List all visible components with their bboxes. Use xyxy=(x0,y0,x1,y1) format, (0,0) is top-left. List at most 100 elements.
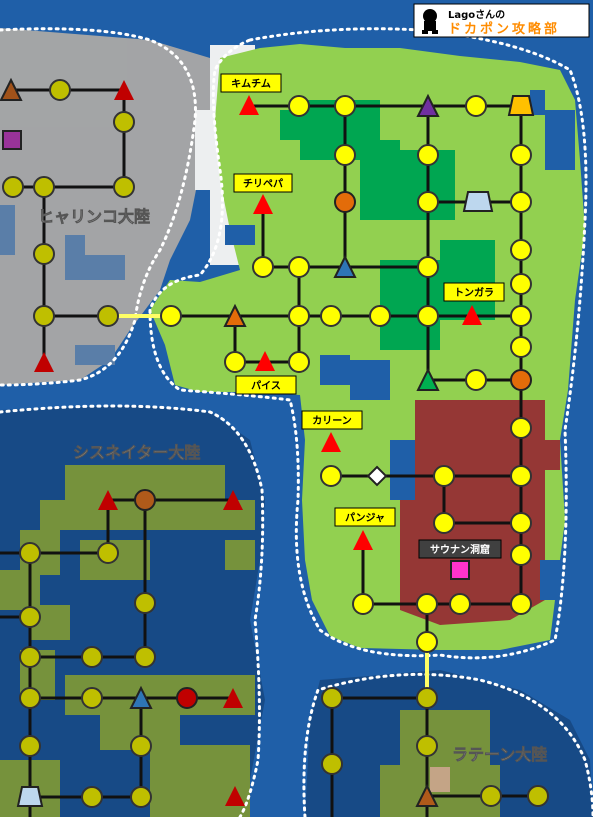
brand-line2: ドカポン攻略部 xyxy=(448,21,560,37)
node xyxy=(320,305,342,327)
building-icon xyxy=(16,786,44,807)
shop-icon xyxy=(416,93,440,117)
node xyxy=(510,417,532,439)
town-panja-icon xyxy=(353,530,373,550)
node xyxy=(160,305,182,327)
building-markers xyxy=(2,95,535,807)
continent-labels: ヒャリンコ大陸 シスネイター大陸 ラテーン大陸 xyxy=(38,207,548,765)
building-icon xyxy=(507,95,535,116)
node xyxy=(433,465,455,487)
town-icon xyxy=(223,490,243,510)
node xyxy=(321,687,343,709)
node xyxy=(320,465,342,487)
node xyxy=(49,79,71,101)
node xyxy=(19,687,41,709)
label-tongara: トンガラ xyxy=(454,286,494,299)
node xyxy=(19,646,41,668)
town-icon xyxy=(98,490,118,510)
node xyxy=(416,593,438,615)
node xyxy=(130,735,152,757)
label-sauna-cave: サウナン洞窟 xyxy=(430,543,490,556)
label-paisu: パイス xyxy=(251,380,281,392)
node xyxy=(416,735,438,757)
node xyxy=(288,351,310,373)
orange-node xyxy=(510,369,532,391)
town-paisu-icon xyxy=(255,351,275,371)
node xyxy=(321,753,343,775)
building-icon xyxy=(462,191,494,212)
node xyxy=(510,191,532,213)
node xyxy=(19,606,41,628)
node xyxy=(449,593,471,615)
node xyxy=(416,631,438,653)
node xyxy=(130,786,152,808)
node xyxy=(480,785,502,807)
continent-outlines xyxy=(0,27,593,817)
town-icon xyxy=(225,786,245,806)
red-node xyxy=(176,687,198,709)
node xyxy=(510,144,532,166)
node xyxy=(81,786,103,808)
node xyxy=(417,144,439,166)
shop-icon xyxy=(333,254,357,278)
node xyxy=(527,785,549,807)
castle-icon xyxy=(2,130,22,150)
town-icon xyxy=(114,80,134,100)
label-karin: カリーン xyxy=(312,415,352,427)
node xyxy=(33,243,55,265)
triangle-markers xyxy=(0,77,482,807)
node xyxy=(113,111,135,133)
shop-icon xyxy=(223,303,247,327)
sisneiter-region xyxy=(0,405,265,817)
town-icon xyxy=(34,352,54,372)
node xyxy=(33,305,55,327)
node xyxy=(510,465,532,487)
node xyxy=(433,512,455,534)
town-chiripepa-icon xyxy=(253,194,273,214)
brand-logo: Lagoさんの ドカポン攻略部 xyxy=(413,3,590,38)
orange-node xyxy=(334,191,356,213)
node xyxy=(417,191,439,213)
node xyxy=(416,687,438,709)
node xyxy=(369,305,391,327)
node xyxy=(510,305,532,327)
node xyxy=(134,592,156,614)
node xyxy=(334,144,356,166)
character-logo-icon xyxy=(422,9,438,34)
node xyxy=(417,305,439,327)
label-sisneiter: シスネイター大陸 xyxy=(73,443,200,462)
node xyxy=(224,351,246,373)
node xyxy=(33,176,55,198)
node xyxy=(252,256,274,278)
node xyxy=(510,544,532,566)
node xyxy=(465,369,487,391)
node xyxy=(113,176,135,198)
node xyxy=(510,239,532,261)
node xyxy=(97,542,119,564)
orange-node xyxy=(134,489,156,511)
node xyxy=(19,735,41,757)
raten-region xyxy=(305,670,593,817)
node xyxy=(465,95,487,117)
town-karin-icon xyxy=(321,432,341,452)
shop-icon xyxy=(416,367,440,391)
brand-line1: Lagoさんの xyxy=(448,9,505,21)
town-labels: キムチム チリペパ パイス トンガラ カリーン パンジャ サウナン洞窟 xyxy=(220,73,505,559)
yellow-nodes xyxy=(2,79,549,808)
node xyxy=(334,95,356,117)
node xyxy=(288,256,310,278)
label-hyarinko: ヒャリンコ大陸 xyxy=(38,207,150,226)
label-panja: パンジャ xyxy=(345,512,385,524)
special-circles xyxy=(134,191,532,709)
node xyxy=(81,687,103,709)
node xyxy=(417,256,439,278)
shop-icon xyxy=(129,685,153,709)
cave-icon xyxy=(450,560,470,580)
label-raten: ラテーン大陸 xyxy=(452,745,547,764)
town-kimuchimu-icon xyxy=(239,95,259,115)
node xyxy=(97,305,119,327)
diamond-icon xyxy=(366,465,388,487)
node xyxy=(510,593,532,615)
node xyxy=(134,646,156,668)
node xyxy=(510,336,532,358)
